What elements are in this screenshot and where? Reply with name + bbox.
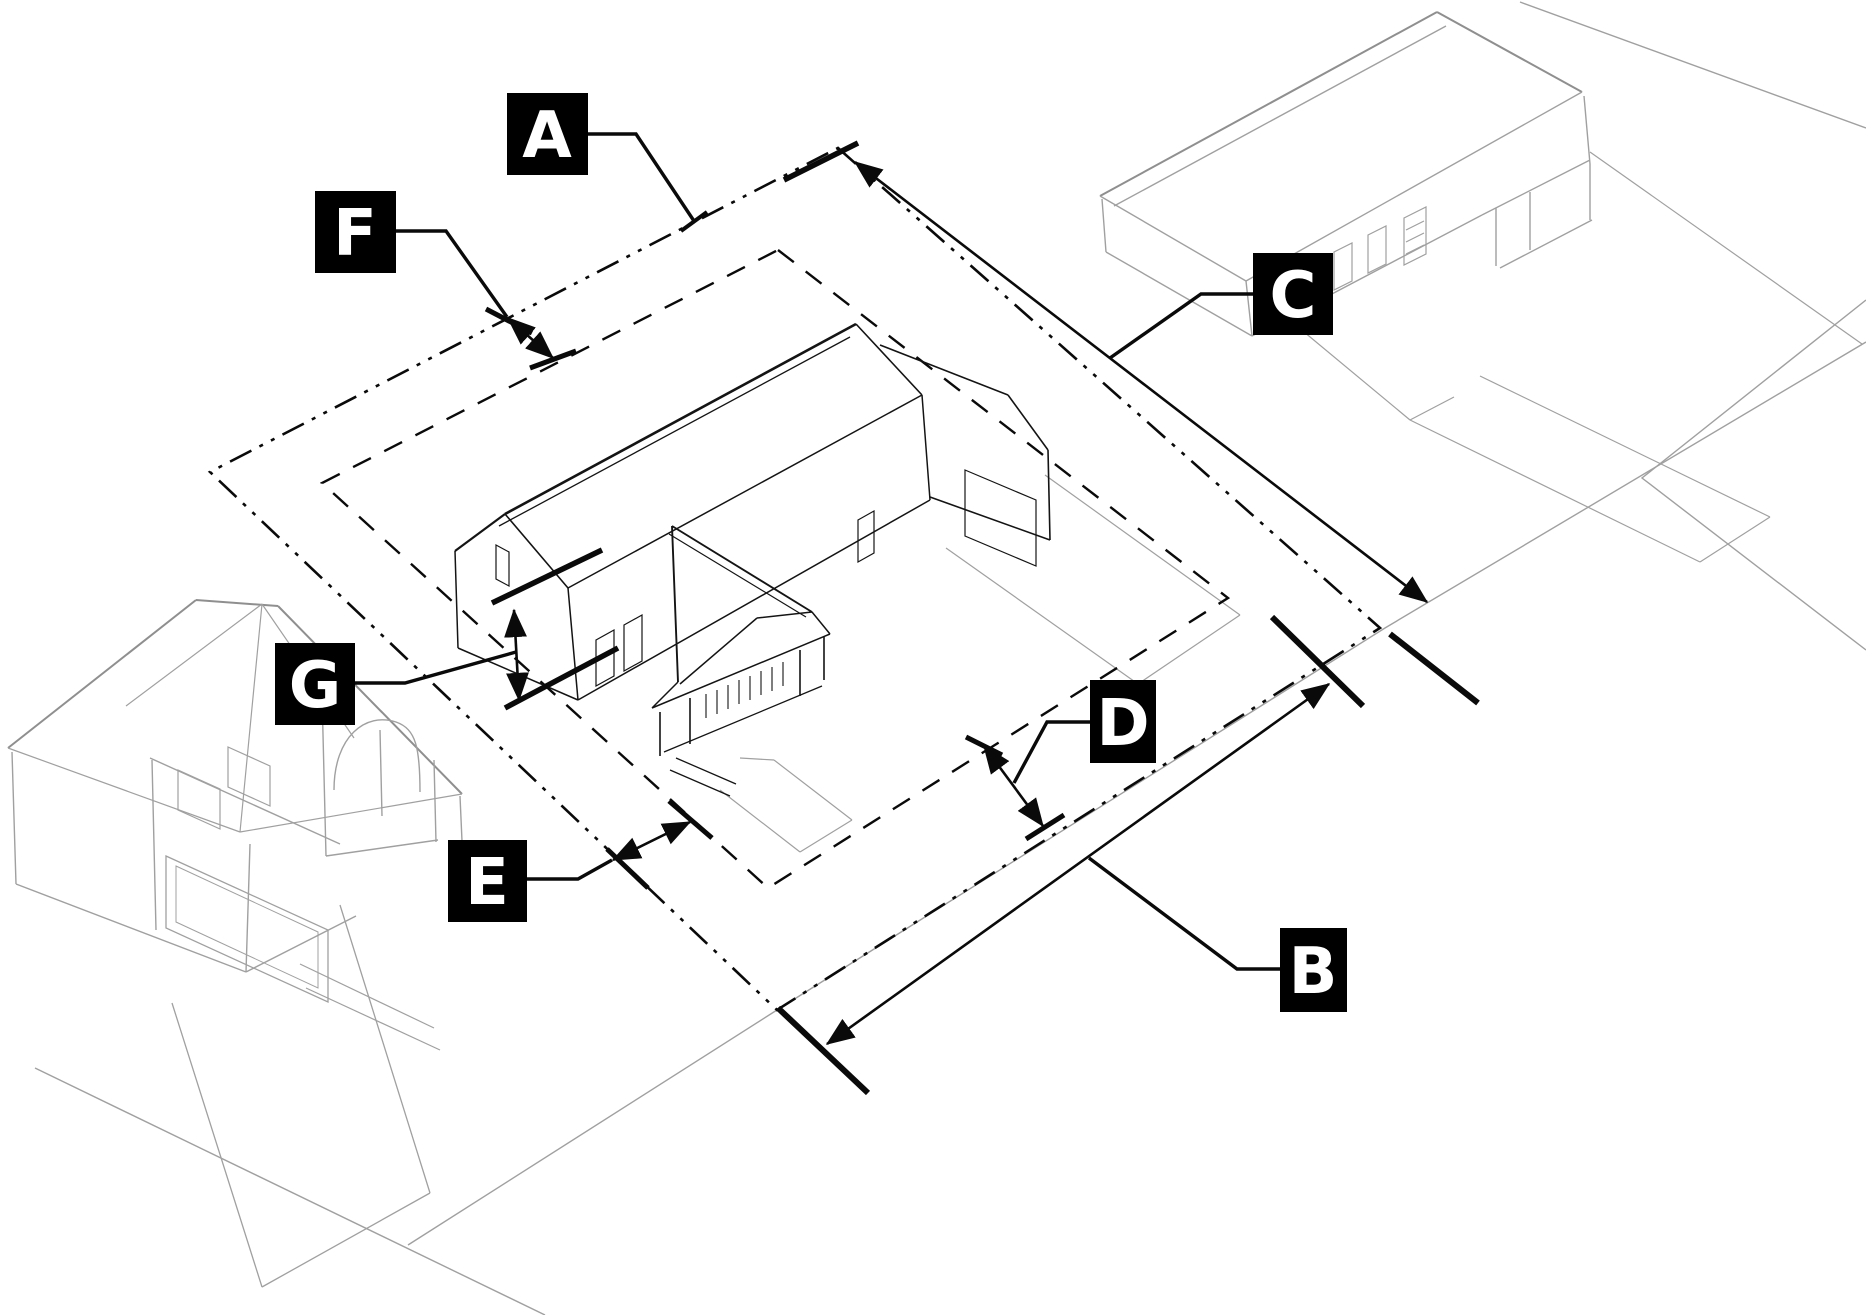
left-house-garage-door-inner xyxy=(175,865,319,989)
label-e-box xyxy=(448,840,527,922)
street-front-lot-line xyxy=(407,341,1866,1246)
left-house-windows xyxy=(177,746,271,830)
leader-a-tick xyxy=(679,210,709,233)
center-house-windows xyxy=(495,509,875,688)
leader-b xyxy=(1087,856,1280,971)
center-house-porch-posts xyxy=(659,636,825,756)
dimension-g-tick-top xyxy=(490,547,604,606)
label-a-box xyxy=(507,93,588,175)
label-b-box xyxy=(1280,928,1347,1012)
center-house-porch-railing xyxy=(705,662,784,718)
right-house-windows xyxy=(1333,225,1387,291)
left-house-garage-wing xyxy=(149,757,341,931)
dimension-d-tick-outer xyxy=(1024,812,1066,842)
dimension-b xyxy=(775,614,1366,1096)
label-c-text: C xyxy=(1270,259,1317,333)
dimension-g-tick-bottom xyxy=(503,645,620,711)
center-house-gable-edges xyxy=(504,323,923,589)
left-house-arch-window xyxy=(333,719,421,793)
center-house-garage-door xyxy=(964,469,1037,567)
dimension-e-line xyxy=(611,820,692,862)
dimension-c-line xyxy=(853,160,1429,604)
dimension-f-tick-outer xyxy=(484,306,534,336)
center-house xyxy=(454,322,1051,797)
dimension-d-tick-inner xyxy=(964,734,1004,758)
center-house-porch-roof xyxy=(651,611,831,709)
label-a-text: A xyxy=(522,99,572,173)
dimension-g-line xyxy=(504,608,529,702)
label-g-text: G xyxy=(289,649,342,723)
label-f: F xyxy=(315,191,396,273)
label-g-box xyxy=(275,643,355,725)
dimension-g xyxy=(490,547,620,711)
center-house-front-gable-inner xyxy=(668,533,807,618)
leader-e xyxy=(527,858,613,881)
right-house-porch xyxy=(1481,95,1593,269)
dimension-c-tick-top xyxy=(782,140,860,183)
label-f-box xyxy=(315,191,396,273)
right-neighbor-house xyxy=(1099,11,1863,563)
right-driveway xyxy=(1640,299,1866,651)
label-c: C xyxy=(1253,253,1333,335)
dimension-f xyxy=(484,306,577,371)
center-house-rear-roof-edge xyxy=(454,513,506,552)
label-e-text: E xyxy=(465,846,509,920)
center-house-ridge-inner xyxy=(498,336,851,527)
label-f-text: F xyxy=(333,197,377,271)
right-house-walkway xyxy=(1267,151,1863,563)
label-d: D xyxy=(1090,680,1156,763)
label-d-box xyxy=(1090,680,1156,763)
leader-a xyxy=(588,132,696,222)
leader-g xyxy=(355,650,517,685)
label-e: E xyxy=(448,840,527,922)
street-edge-top-right xyxy=(1519,1,1866,129)
center-house-ridge xyxy=(504,322,857,516)
label-c-box xyxy=(1253,253,1333,335)
dimension-e-tick-outer xyxy=(605,847,650,890)
dimension-e-tick-inner xyxy=(667,799,714,840)
dimension-d-line xyxy=(982,744,1045,828)
center-house-front-eave xyxy=(567,394,923,589)
dimension-c-tick-bottom xyxy=(1388,631,1480,706)
dimension-e xyxy=(605,799,714,890)
center-house-front-gable xyxy=(671,525,813,683)
leader-c xyxy=(1109,292,1253,360)
center-walkway xyxy=(719,757,853,853)
right-house-door xyxy=(1403,206,1427,266)
center-driveway xyxy=(945,474,1241,685)
left-house-roof-hips xyxy=(7,603,463,833)
center-lot-flatwork xyxy=(719,474,1241,853)
right-house-roof-edges xyxy=(1099,11,1583,197)
center-house-porch-steps xyxy=(663,685,823,797)
leader-f xyxy=(396,229,509,318)
left-house-roof-edges xyxy=(7,599,463,795)
dimension-d xyxy=(964,734,1066,842)
dimension-f-tick-inner xyxy=(529,348,577,371)
dimension-c xyxy=(782,140,1480,706)
left-neighbor-house xyxy=(7,599,465,1288)
dimension-b-tick-right xyxy=(1269,614,1366,709)
left-house-steps xyxy=(299,963,441,1051)
dimension-b-line xyxy=(825,682,1331,1046)
left-house-porch xyxy=(321,693,439,857)
left-house-walls xyxy=(11,751,465,973)
label-d-text: D xyxy=(1096,687,1149,761)
label-a: A xyxy=(507,93,588,175)
label-g: G xyxy=(275,643,355,725)
labels: A F C G E D B xyxy=(275,93,1347,1012)
leaders xyxy=(355,132,1280,971)
dimension-b-tick-left xyxy=(775,1005,871,1096)
label-b: B xyxy=(1280,928,1347,1012)
center-house-walls xyxy=(454,394,931,701)
leader-d xyxy=(1012,720,1090,784)
left-house-driveway xyxy=(171,904,431,1288)
label-b-text: B xyxy=(1289,935,1338,1009)
left-house-garage-door xyxy=(165,854,329,1004)
street-edge-left xyxy=(34,1067,546,1315)
